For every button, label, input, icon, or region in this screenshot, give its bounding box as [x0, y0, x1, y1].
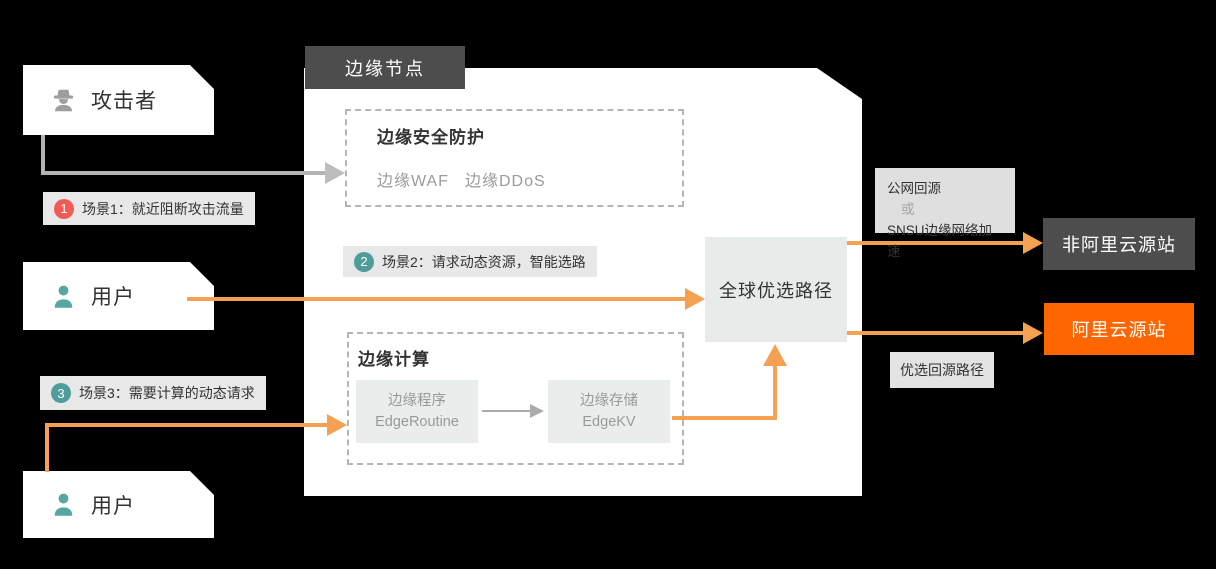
edgekv-label-en: EdgeKV	[582, 413, 636, 430]
arrow-kv-shaft-horizontal	[672, 416, 777, 420]
user-card-bottom: 用户	[23, 471, 214, 538]
scene3-badge: 3 场景3：需要计算的动态请求	[40, 376, 266, 410]
scene1-text: 场景1：就近阻断攻击流量	[82, 200, 244, 217]
edgeroutine-box: 边缘程序 EdgeRoutine	[356, 380, 478, 443]
arrow-kv-shaft-vertical	[773, 360, 777, 420]
arrow-to-ali-shaft	[847, 331, 1026, 335]
ali-origin-label: 阿里云源站	[1071, 320, 1167, 340]
arrow-attacker-vertical	[41, 135, 45, 175]
edgekv-box: 边缘存储 EdgeKV	[548, 380, 670, 443]
user-card-mid: 用户	[23, 262, 214, 330]
global-path-box: 全球优选路径	[705, 237, 847, 342]
arrow-user-bottom-shaft	[45, 423, 327, 427]
scene3-text: 场景3：需要计算的动态请求	[79, 385, 255, 401]
ali-origin-box: 阿里云源站	[1044, 303, 1194, 355]
attacker-label: 攻击者	[91, 90, 157, 113]
attacker-card: 攻击者	[23, 65, 214, 135]
scene2-badge: 2 场景2：请求动态资源，智能选路	[343, 246, 597, 277]
edge-compute-title: 边缘计算	[358, 350, 430, 369]
edgeroutine-label-en: EdgeRoutine	[375, 413, 459, 430]
preferred-return-note: 优选回源路径	[890, 352, 994, 388]
edge-waf-label: 边缘WAF	[377, 173, 449, 190]
user-bottom-label: 用户	[91, 494, 135, 518]
scene1-number-badge: 1	[54, 198, 74, 219]
scene2-text: 场景2：请求动态资源，智能选路	[382, 253, 586, 270]
edgeroutine-label-cn: 边缘程序	[388, 392, 446, 409]
public-return-note: 公网回源 或 SNSU边缘网络加速	[875, 168, 1015, 259]
person-icon	[50, 491, 77, 518]
non-ali-origin-box: 非阿里云源站	[1043, 218, 1195, 270]
global-path-label: 全球优选路径	[719, 280, 833, 301]
arrow-routine-to-kv-head	[530, 404, 544, 418]
arrow-to-non-ali-head	[1023, 232, 1043, 254]
arrow-to-non-ali-shaft	[847, 241, 1026, 245]
arrow-attacker-shaft	[41, 171, 325, 175]
scene1-badge: 1 场景1：就近阻断攻击流量	[43, 192, 255, 225]
scene2-number-badge: 2	[354, 251, 374, 272]
edge-node-tab-label: 边缘节点	[345, 58, 425, 79]
edgekv-label-cn: 边缘存储	[580, 392, 638, 409]
arrow-user-mid-head	[685, 288, 705, 310]
arrow-routine-to-kv-shaft	[482, 410, 532, 412]
spy-icon	[50, 87, 77, 114]
edge-security-title: 边缘安全防护	[377, 128, 485, 147]
arrow-kv-head-up	[763, 344, 787, 366]
edge-ddos-label: 边缘DDoS	[464, 173, 546, 190]
arrow-attacker-head	[325, 162, 345, 184]
arrow-user-bottom-vertical	[45, 423, 49, 472]
public-return-line1: 公网回源	[887, 181, 941, 196]
public-return-line3: SNSU边缘网络加速	[887, 223, 993, 259]
preferred-return-label: 优选回源路径	[900, 362, 984, 378]
non-ali-origin-label: 非阿里云源站	[1062, 235, 1176, 255]
edge-security-items: 边缘WAF 边缘DDoS	[377, 167, 546, 191]
public-return-line2: 或	[901, 202, 915, 217]
scene3-number-badge: 3	[51, 383, 71, 403]
user-mid-label: 用户	[91, 286, 135, 309]
edge-security-group: 边缘安全防护 边缘WAF 边缘DDoS	[345, 109, 684, 207]
person-icon	[50, 283, 77, 310]
arrow-user-bottom-head	[327, 414, 347, 436]
arrow-user-mid-shaft	[187, 297, 685, 301]
arrow-to-ali-head	[1023, 322, 1043, 344]
edge-node-tab: 边缘节点	[305, 46, 465, 89]
